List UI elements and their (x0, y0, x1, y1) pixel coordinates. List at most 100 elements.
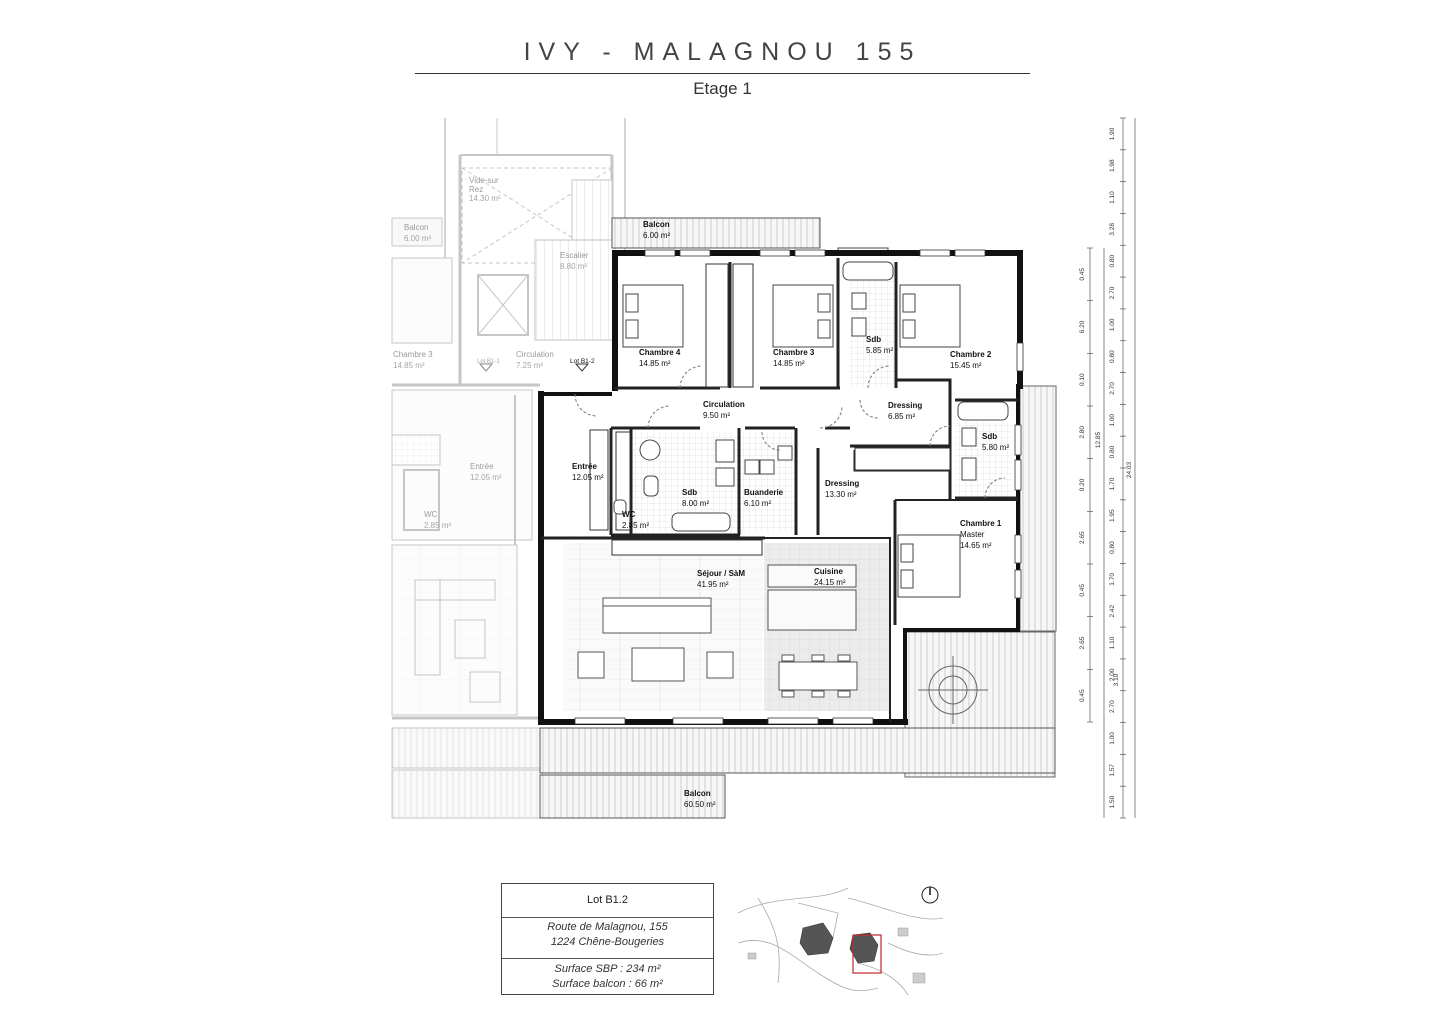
buanderie-label: Buanderie (744, 488, 784, 497)
dimension-inner-label: 2.80 (1079, 426, 1086, 439)
neighbor-wc-area: 2.85 m² (424, 521, 451, 530)
dimension-inner-label: 2.65 (1079, 636, 1086, 649)
sdb-mid-label: Sdb (682, 488, 697, 497)
surface-sbp: Surface SBP : 234 m² (554, 963, 661, 975)
right-terrace (1019, 385, 1057, 632)
dimension-overall: 24.03 (1126, 461, 1133, 478)
balcon-top-area: 6.00 m² (643, 231, 670, 240)
dimension-outer-label: 1.70 (1109, 573, 1116, 586)
lot-b11-marker: Lot B1-1 (477, 359, 500, 365)
lot-surfaces: Surface SBP : 234 m² Surface balcon : 66… (502, 959, 713, 996)
dimension-outer-label: 2.42 (1109, 604, 1116, 617)
circulation-label: Circulation (703, 400, 745, 409)
sdb-right-area: 5.80 m² (982, 443, 1009, 452)
chambre2-area: 15.45 m² (950, 361, 982, 370)
neighbor-chambre3-area: 14.85 m² (393, 361, 425, 370)
neighbor-entree-label: Entrée (470, 462, 494, 471)
dimension-outer-label: 2.70 (1109, 286, 1116, 299)
dimension-outer-label: 1.00 (1109, 414, 1116, 427)
bottom-balcony-deck (539, 727, 1056, 774)
terrace-table (918, 656, 988, 724)
balcon-bottom-label: Balcon (684, 789, 711, 798)
interior-walls (541, 258, 1018, 722)
dimension-outer-label: 0.80 (1109, 254, 1116, 267)
top-balcony (611, 217, 821, 249)
chambre2-label: Chambre 2 (950, 350, 992, 359)
neighbor-wc-label: WC (424, 510, 438, 519)
chambre1-label: Chambre 1 (960, 519, 1002, 528)
dimension-outer-label: 2.70 (1109, 700, 1116, 713)
floor-label: Etage 1 (693, 79, 752, 98)
dimension-total-b: 3.10 (1113, 673, 1120, 686)
dimension-inner-label: 0.45 (1079, 689, 1086, 702)
balcon-bottom-area: 60.50 m² (684, 800, 716, 809)
living-furniture (577, 564, 858, 698)
site-plan-map (738, 886, 943, 995)
chambre4-area: 14.85 m² (639, 359, 671, 368)
neighbor-labels: Vide-sur Rez 14.30 m² Balcon 6.00 m² Esc… (393, 176, 589, 530)
cuisine-label: Cuisine (814, 567, 843, 576)
dimension-outer-label: 1.00 (1109, 318, 1116, 331)
dimension-outer-label: 1.10 (1109, 191, 1116, 204)
beds (622, 284, 961, 598)
dimension-ticks (1087, 117, 1126, 819)
neighbor-chambre3-label: Chambre 3 (393, 350, 433, 359)
lot-b11-arrow (478, 363, 494, 372)
dimension-inner-label: 6.20 (1079, 320, 1086, 333)
dimension-inner-label: 0.45 (1079, 584, 1086, 597)
north-arrow-icon (921, 886, 939, 904)
buanderie-area: 6.10 m² (744, 499, 771, 508)
dimension-outer-label: 0.80 (1109, 350, 1116, 363)
dressing2-label: Dressing (825, 479, 859, 488)
sdb-top-label: Sdb (866, 335, 881, 344)
dimension-labels: 1.901.981.103.280.802.701.000.802.701.00… (1079, 127, 1133, 808)
neighbor-balcon-label: Balcon (404, 223, 428, 232)
chambre3-label: Chambre 3 (773, 348, 815, 357)
cuisine-area: 24.15 m² (814, 578, 846, 587)
dressing2-area: 13.30 m² (825, 490, 857, 499)
surface-balcon: Surface balcon : 66 m² (552, 978, 663, 990)
windows (574, 249, 1024, 725)
neighbor-entree-area: 12.05 m² (470, 473, 502, 482)
dimension-outer-label: 1.50 (1109, 795, 1116, 808)
neighbor-vide-label: Vide-sur (469, 176, 499, 185)
dimension-outer-label: 1.70 (1109, 477, 1116, 490)
wc-label: WC (622, 510, 636, 519)
sdb-top-area: 5.85 m² (866, 346, 893, 355)
dimension-inner-label: 0.10 (1079, 373, 1086, 386)
dimension-outer-label: 2.00 (1109, 668, 1116, 681)
entree-label: Entrée (572, 462, 597, 471)
room-labels: Balcon 6.00 m² Chambre 4 14.85 m² Chambr… (572, 220, 1009, 809)
dimension-outer-label: 1.95 (1109, 509, 1116, 522)
lot-number: Lot B1.2 (502, 884, 713, 918)
sdb-right-label: Sdb (982, 432, 997, 441)
address-line-1: Route de Malagnou, 155 (547, 921, 668, 933)
address-line-2: 1224 Chêne-Bougeries (550, 936, 665, 948)
sejour-area: 41.95 m² (697, 580, 729, 589)
dimension-inner-label: 2.65 (1079, 531, 1086, 544)
neighbor-balcon-area: 6.00 m² (404, 234, 431, 243)
dimension-outer-label: 2.70 (1109, 382, 1116, 395)
neighbor-vide-label2: Rez (469, 185, 483, 194)
dimension-inner-label: 0.20 (1079, 478, 1086, 491)
site-highlight-lot (852, 934, 882, 974)
sejour-label: Séjour / SàM (697, 569, 745, 578)
document-title: IVY - MALAGNOU 155 (523, 38, 922, 66)
circulation-area: 9.50 m² (703, 411, 730, 420)
dimension-outer-label: 0.80 (1109, 445, 1116, 458)
chambre3-area: 14.85 m² (773, 359, 805, 368)
dimension-outer-label: 1.00 (1109, 732, 1116, 745)
bath-fixtures (613, 261, 1009, 532)
sdb-mid-area: 8.00 m² (682, 499, 709, 508)
neighbor-escalier-label: Escalier (560, 251, 589, 260)
title-divider (415, 73, 1030, 74)
wardrobes (589, 263, 951, 556)
dimension-total-a: 12.85 (1095, 431, 1102, 448)
neighbor-circulation-area: 7.25 m² (516, 361, 543, 370)
chambre4-label: Chambre 4 (639, 348, 681, 357)
lot-b12-marker: Lot B1-2 (570, 358, 595, 365)
chambre1-area: 14.65 m² (960, 541, 992, 550)
dressing1-area: 6.85 m² (888, 412, 915, 421)
wc-area: 2.85 m² (622, 521, 649, 530)
